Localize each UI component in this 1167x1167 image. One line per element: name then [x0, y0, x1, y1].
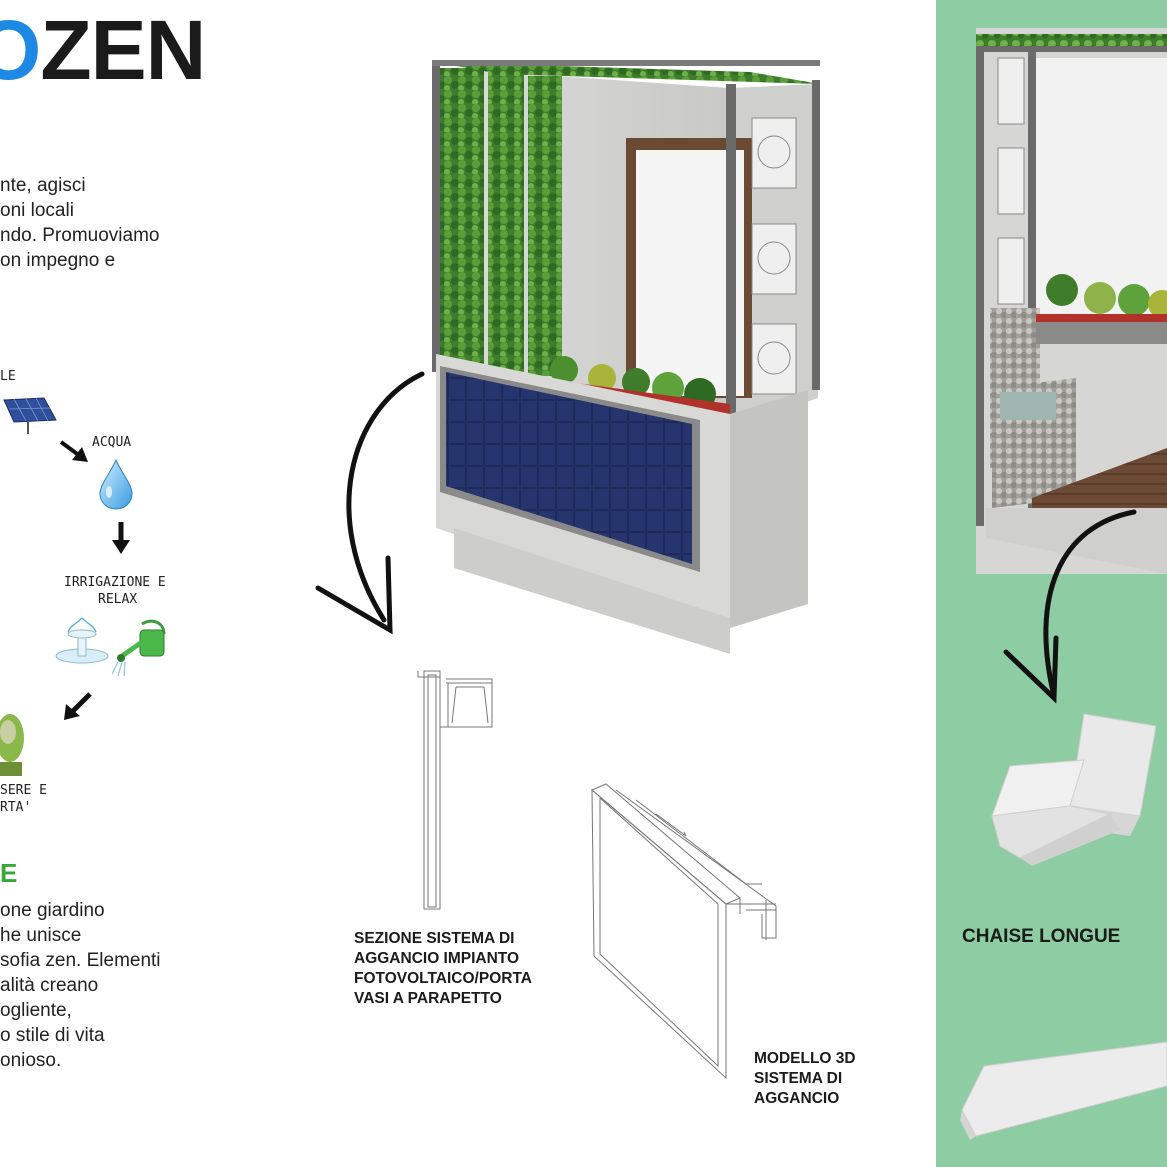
section-drawing	[417, 670, 493, 910]
intro-text: nte, agisci oni locali ndo. Promuoviamo …	[0, 175, 160, 271]
watering-can-icon	[112, 619, 166, 677]
chaise-longue-label: CHAISE LONGUE	[962, 926, 1121, 947]
wellbeing-label-2: RTA'	[0, 800, 32, 815]
balcony-module-render	[432, 60, 820, 654]
caption-model-3d: MODELLO 3D SISTEMA DI AGGANCIO	[754, 1050, 856, 1107]
arrow-icon	[112, 522, 130, 554]
balcony-interior-render	[976, 28, 1167, 574]
arrow-icon	[59, 440, 88, 462]
arrow-icon	[64, 692, 92, 720]
arrow-icon	[315, 371, 425, 635]
solar-panel-icon	[3, 397, 57, 434]
model-3d-drawing	[591, 783, 777, 1080]
water-drop-icon	[99, 458, 133, 510]
plant-icon	[0, 714, 24, 776]
wellbeing-label-1: SERE E	[0, 783, 47, 798]
section-text: one giardino he unisce sofia zen. Elemen…	[0, 900, 161, 1071]
water-label: ACQUA	[92, 435, 132, 450]
caption-section-system: SEZIONE SISTEMA DI AGGANCIO IMPIANTO FOT…	[354, 930, 532, 1007]
chaise-longue-model	[991, 713, 1156, 866]
fountain-icon	[55, 617, 109, 664]
sun-label: LE	[0, 369, 16, 384]
section-heading: E	[0, 858, 18, 888]
bench-model	[960, 1041, 1167, 1140]
arrow-icon	[1003, 509, 1137, 704]
irrigation-label-1: IRRIGAZIONE E	[64, 575, 166, 590]
page-title: OZEN	[0, 3, 206, 97]
irrigation-label-2: RELAX	[98, 592, 138, 607]
